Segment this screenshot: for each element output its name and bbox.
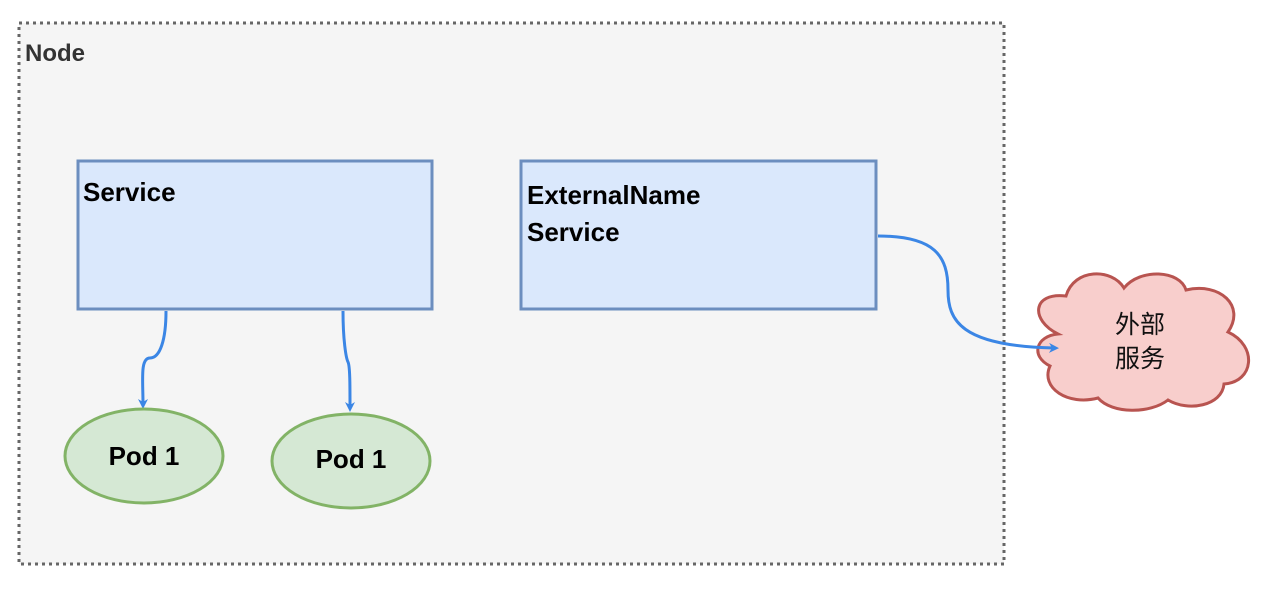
edge-externalname-to-external-service [877,234,1059,353]
externalname-service-label: ExternalName Service [527,177,857,251]
external-service-cloud[interactable] [1036,272,1250,412]
externalname-label-line2: Service [527,217,620,247]
external-service-label-line1: 外部 [1114,310,1165,339]
externalname-service-box[interactable] [519,159,878,311]
pod-2-label: Pod 1 [315,444,387,474]
service-label: Service [83,177,176,207]
edge-service-to-pod-1 [137,310,168,409]
node-label: Node [25,40,85,67]
external-service-label-line2: 服务 [1114,344,1165,373]
pod-1-label: Pod 1 [108,441,180,471]
pod-1-node[interactable] [63,407,225,505]
external-service-label: 外部 服务 [1090,308,1190,376]
service-box[interactable] [76,159,434,311]
edge-service-to-pod-2 [341,310,355,412]
externalname-label-line1: ExternalName [527,180,701,210]
pod-2-node[interactable] [270,412,432,510]
